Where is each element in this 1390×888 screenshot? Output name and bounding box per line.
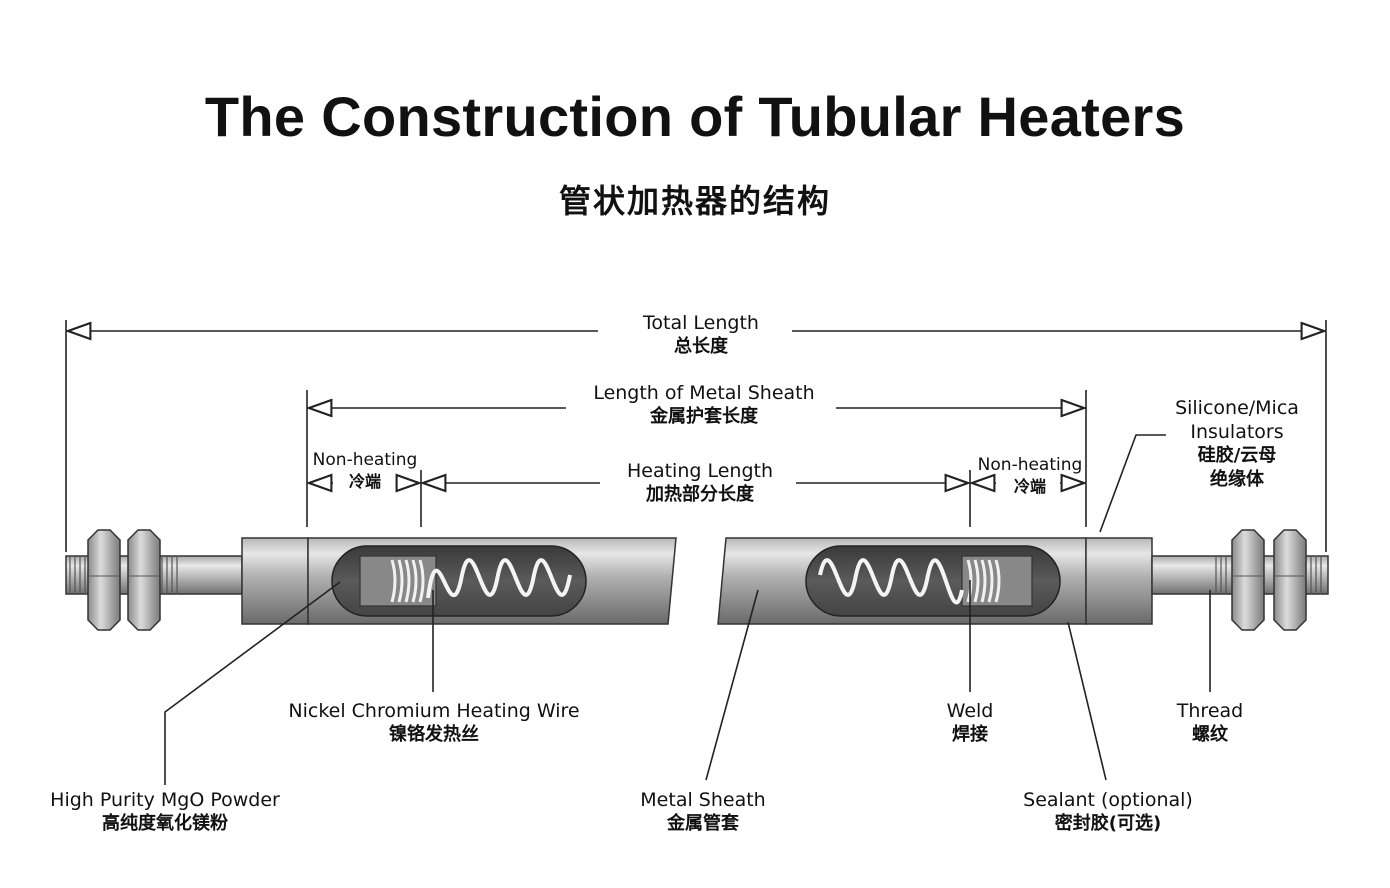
label-heating-wire: Nickel Chromium Heating Wire 镍铬发热丝 <box>288 700 580 745</box>
dimension-heating-length <box>420 470 971 527</box>
left-cold-pin-coil <box>390 559 425 603</box>
right-heating-coil <box>818 558 964 605</box>
leader-sealant <box>1067 621 1107 781</box>
label-metal-sheath: Metal Sheath 金属管套 <box>640 789 766 834</box>
right-insulator <box>1085 537 1153 625</box>
right-nut-outer <box>1273 529 1307 631</box>
left-terminal <box>65 529 243 631</box>
label-non-heating-right: Non-heating 冷端 <box>977 455 1083 496</box>
leader-insulators <box>1099 434 1166 533</box>
leader-sheath <box>705 589 759 781</box>
label-mgo-powder: High Purity MgO Powder 高纯度氧化镁粉 <box>50 789 280 834</box>
label-insulators: Silicone/Mica Insulators 硅胶/云母 绝缘体 <box>1175 397 1299 490</box>
left-nut-outer <box>87 529 121 631</box>
label-sealant: Sealant (optional) 密封胶(可选) <box>1023 789 1193 834</box>
leader-lines <box>164 434 1211 785</box>
right-nut-inner <box>1231 529 1265 631</box>
left-tube <box>241 537 677 625</box>
label-heating-length: Heating Length 加热部分长度 <box>604 459 796 507</box>
leader-mgo <box>164 581 341 785</box>
dimension-total-length <box>65 320 1327 552</box>
label-sheath-length: Length of Metal Sheath 金属护套长度 <box>572 381 836 429</box>
left-insulator <box>241 537 309 625</box>
right-cold-pin-coil <box>966 559 1001 603</box>
label-thread: Thread 螺纹 <box>1176 700 1244 745</box>
dimension-sheath-length <box>306 390 1087 527</box>
right-terminal <box>1151 529 1329 631</box>
label-total-length: Total Length 总长度 <box>615 311 787 359</box>
left-heating-coil <box>426 558 572 599</box>
page-subtitle: 管状加热器的结构 <box>558 182 831 220</box>
label-non-heating-left: Non-heating 冷端 <box>312 450 418 491</box>
right-tube <box>717 537 1153 625</box>
label-weld: Weld 焊接 <box>946 700 994 745</box>
left-nut-inner <box>127 529 161 631</box>
page-title: The Construction of Tubular Heaters <box>204 85 1186 148</box>
